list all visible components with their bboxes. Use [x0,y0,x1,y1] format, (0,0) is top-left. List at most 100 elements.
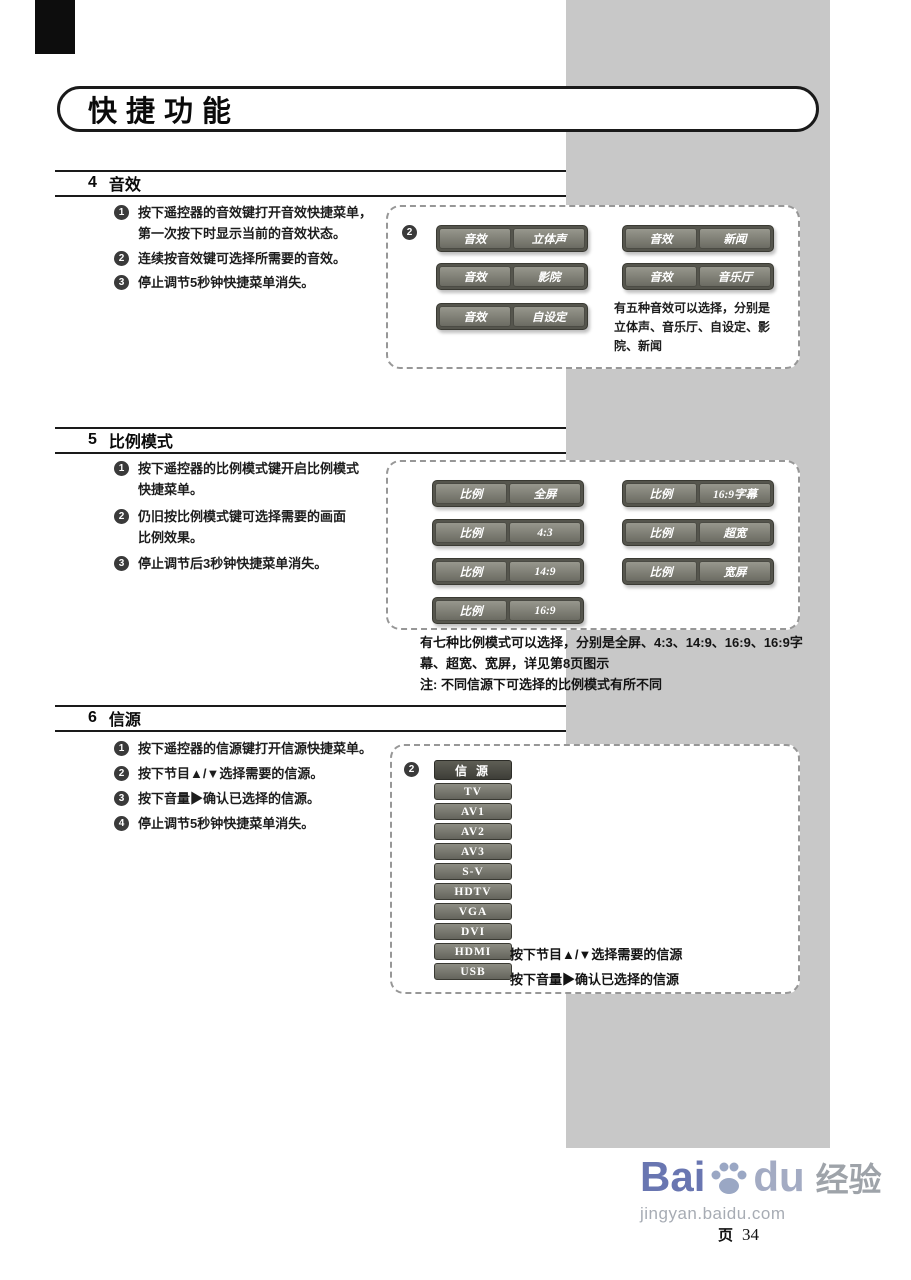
section-heading-source: 6 信源 [88,707,141,729]
page-number: 34 [742,1225,760,1244]
step-item: 1 按下遥控器的信源键打开信源快捷菜单。 [114,738,372,759]
osd-button-label: 比例 [435,600,507,621]
osd-button-label: 音效 [625,228,697,249]
osd-button-value: 16:9字幕 [699,483,771,504]
step-line: 停止调节5秒钟快捷菜单消失。 [138,816,315,831]
osd-button-aspect-43: 比例 4:3 [432,519,584,546]
osd-button-label: 音效 [439,266,511,287]
osd-button-value: 16:9 [509,600,581,621]
osd-button-value: 自设定 [513,306,585,327]
source-menu-item-usb: USB [434,963,512,980]
note-line: 立体声、音乐厅、自设定、影 [614,320,771,334]
sound-panel: 2 音效 立体声 音效 新闻 音效 影院 音效 音乐厅 音效 自设定 有五种音效… [386,205,800,369]
step-line: 停止调节后3秒钟快捷菜单消失。 [138,556,328,571]
step-text: 按下遥控器的音效键打开音效快捷菜单， 第一次按下时显示当前的音效状态。 [138,202,372,244]
step-line: 仍旧按比例模式键可选择需要的画面 [138,509,347,524]
section-title: 比例模式 [108,434,173,451]
source-menu-item-av2: AV2 [434,823,512,840]
osd-button-label: 比例 [625,483,697,504]
baidu-logo-jingyan: 经验 [815,1160,882,1198]
osd-button-value: 超宽 [699,522,771,543]
aspect-note: 有七种比例模式可以选择，分别是全屏、4:3、14:9、16:9、16:9字 幕、… [420,632,812,695]
section-number: 4 [88,174,97,191]
osd-button-value: 14:9 [509,561,581,582]
osd-button-label: 比例 [625,522,697,543]
step-text: 按下遥控器的信源键打开信源快捷菜单。 [138,738,372,759]
step-item: 3 停止调节5秒钟快捷菜单消失。 [114,272,314,293]
osd-button-label: 比例 [435,561,507,582]
step-item: 2 连续按音效键可选择所需要的音效。 [114,248,346,269]
source-menu-header: 信 源 [434,760,512,780]
step-number-badge: 3 [114,791,129,806]
source-menu-item-hdmi: HDMI [434,943,512,960]
section-rule [55,705,566,707]
step-text: 按下音量▶确认已选择的信源。 [138,788,320,809]
step-number-badge: 2 [114,251,129,266]
osd-button-label: 音效 [625,266,697,287]
step-number-badge: 2 [114,509,129,524]
step-item: 3 停止调节后3秒钟快捷菜单消失。 [114,553,327,574]
hint-line: 按下音量▶确认已选择的信源 [510,972,680,987]
osd-button-value: 立体声 [513,228,585,249]
section-title: 信源 [108,712,141,729]
section-heading-aspect: 5 比例模式 [88,429,173,451]
note-line: 注: 不同信源下可选择的比例模式有所不同 [420,677,662,692]
osd-button-label: 音效 [439,306,511,327]
page-title-box: 快捷功能 [57,86,819,132]
step-line: 快捷菜单。 [138,482,204,497]
step-line: 第一次按下时显示当前的音效状态。 [138,226,347,241]
source-hint: 按下节目▲/▼选择需要的信源 按下音量▶确认已选择的信源 [510,942,682,992]
step-text: 停止调节后3秒钟快捷菜单消失。 [138,553,327,574]
sound-note: 有五种音效可以选择，分别是 立体声、音乐厅、自设定、影 院、新闻 [614,299,796,356]
page-number-label: 页 [718,1227,734,1244]
source-menu-item-hdtv: HDTV [434,883,512,900]
step-item: 1 按下遥控器的比例模式键开启比例模式 快捷菜单。 [114,458,359,500]
step-text: 按下遥控器的比例模式键开启比例模式 快捷菜单。 [138,458,359,500]
osd-button-label: 比例 [435,483,507,504]
osd-button-aspect-wide: 比例 宽屏 [622,558,774,585]
osd-button-value: 全屏 [509,483,581,504]
section-heading-sound: 4 音效 [88,172,141,194]
panel-marker-badge: 2 [404,762,419,777]
section-rule [55,730,566,732]
source-menu-item-dvi: DVI [434,923,512,940]
note-line: 有五种音效可以选择，分别是 [614,301,771,315]
step-item: 4 停止调节5秒钟快捷菜单消失。 [114,813,314,834]
section-rule [55,170,566,172]
osd-button-sound-stereo: 音效 立体声 [436,225,588,252]
step-line: 按下节目▲/▼选择需要的信源。 [138,766,324,781]
page-footer: 页 34 [718,1224,759,1245]
baidu-watermark: Bai du 经验 jingyan.baidu.com [640,1156,882,1224]
step-text: 停止调节5秒钟快捷菜单消失。 [138,813,314,834]
section-rule [55,452,566,454]
step-text: 按下节目▲/▼选择需要的信源。 [138,763,323,784]
corner-mark [35,0,75,54]
osd-button-value: 4:3 [509,522,581,543]
osd-button-value: 新闻 [699,228,771,249]
section-rule [55,427,566,429]
section-number: 5 [88,431,97,448]
step-number-badge: 1 [114,205,129,220]
osd-button-value: 音乐厅 [699,266,771,287]
section-number: 6 [88,709,97,726]
page-title: 快捷功能 [88,96,241,128]
step-item: 1 按下遥控器的音效键打开音效快捷菜单， 第一次按下时显示当前的音效状态。 [114,202,372,244]
section-rule [55,195,566,197]
osd-button-sound-news: 音效 新闻 [622,225,774,252]
source-menu-item-tv: TV [434,783,512,800]
step-text: 停止调节5秒钟快捷菜单消失。 [138,272,314,293]
source-menu-item-av3: AV3 [434,843,512,860]
panel-marker-badge: 2 [402,225,417,240]
osd-button-label: 比例 [625,561,697,582]
osd-button-aspect-ultrawide: 比例 超宽 [622,519,774,546]
section-title: 音效 [108,177,141,194]
step-line: 连续按音效键可选择所需要的音效。 [138,251,347,266]
baidu-site-url: jingyan.baidu.com [640,1204,786,1223]
step-line: 比例效果。 [138,530,204,545]
osd-button-value: 影院 [513,266,585,287]
baidu-logo-bai: Bai [640,1153,706,1200]
source-panel: 2 信 源 TV AV1 AV2 AV3 S-V HDTV VGA DVI HD… [390,744,800,994]
osd-button-aspect-169: 比例 16:9 [432,597,584,624]
step-line: 按下遥控器的音效键打开音效快捷菜单， [138,205,373,220]
